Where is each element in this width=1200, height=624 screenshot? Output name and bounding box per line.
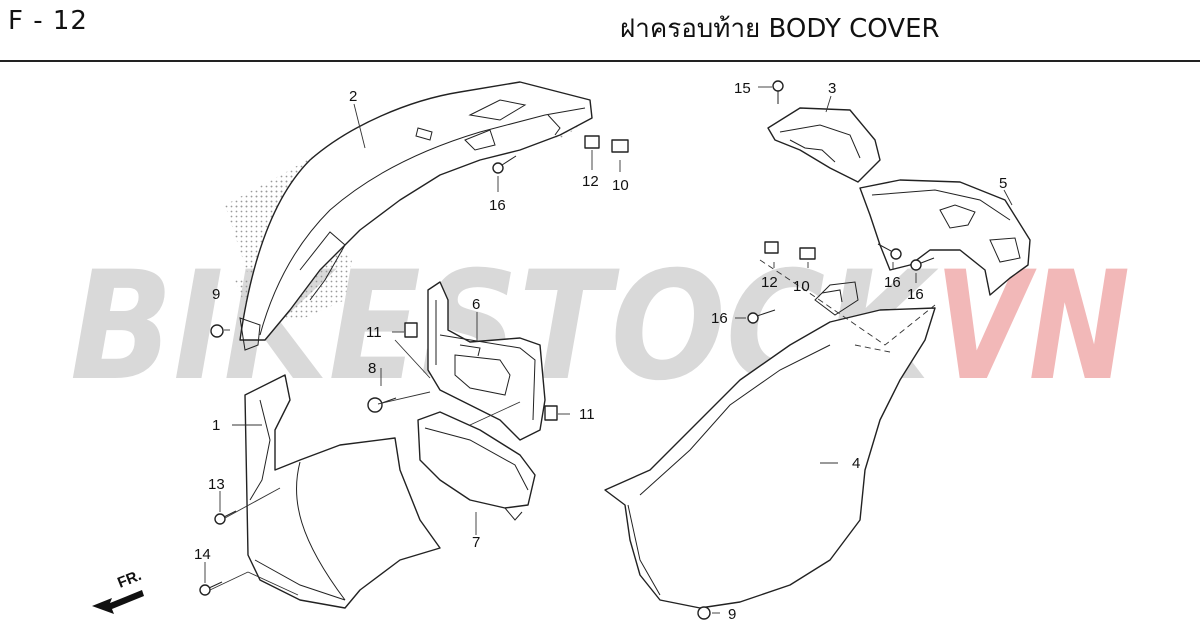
screw-16-icon-b [747,309,776,324]
nut-10-icon-a [611,139,629,153]
bolt-9-icon-a [210,324,224,338]
callout-6: 6 [472,296,480,313]
screw-15-icon [772,80,784,104]
screw-16-icon-d [910,257,935,271]
callout-12-a: 12 [582,173,599,190]
callout-16-c: 16 [907,286,924,303]
page-code: F - 12 [8,6,88,36]
callouts: 2 15 3 12 10 16 5 9 6 12 10 16 16 16 11 … [194,80,1007,623]
part-7-lower-tray [417,411,536,521]
watermark-accent-text: VN [935,240,1130,414]
callout-9-b: 9 [728,606,736,623]
callout-11-b: 11 [579,406,595,423]
screw-13-icon [214,510,237,525]
front-direction-label: FR. [115,567,144,592]
callout-9-a: 9 [212,286,220,303]
callout-3: 3 [828,80,836,97]
callout-14: 14 [194,546,211,563]
callout-10-a: 10 [612,177,629,194]
fasteners [199,80,935,620]
callout-15: 15 [734,80,751,97]
part-4-right-body-cover [604,281,936,609]
callout-16-d: 16 [711,310,728,327]
part-6-inner-bracket [427,281,546,441]
screw-16-icon-c [877,243,902,260]
callout-2: 2 [349,88,357,105]
callout-5: 5 [999,175,1007,192]
part-2-rear-upper-cover [225,81,593,351]
callout-4: 4 [852,455,860,472]
clip-12-icon-a [584,135,600,149]
clip-12-icon-b [764,241,779,254]
clip-11-icon-b [544,405,558,421]
page-title: ฝาครอบท้าย BODY COVER [620,14,940,44]
part-1-left-body-cover [244,374,441,609]
part-5-rear-side-cover [859,179,1031,296]
callout-1: 1 [212,417,220,434]
screw-14-icon [199,581,223,596]
clip-11-icon-a [404,322,418,338]
callout-11-a: 11 [366,324,382,341]
leader-lines [204,86,1013,614]
callout-16-a: 16 [489,197,506,214]
bolt-9-icon-b [697,606,711,620]
callout-16-b: 16 [884,274,901,291]
bolt-8-icon [367,397,397,413]
watermark: BIKESTOCK VN [70,240,1130,414]
callout-8: 8 [368,360,376,377]
front-direction-arrow-icon: FR. [92,567,144,614]
screw-16-icon-a [492,155,517,174]
nut-10-icon-b [799,247,816,260]
header-divider [0,60,1200,62]
part-3-top-cover [767,107,881,183]
callout-7: 7 [472,534,480,551]
callout-13: 13 [208,476,225,493]
callout-12-b: 12 [761,274,778,291]
callout-10-b: 10 [793,278,810,295]
